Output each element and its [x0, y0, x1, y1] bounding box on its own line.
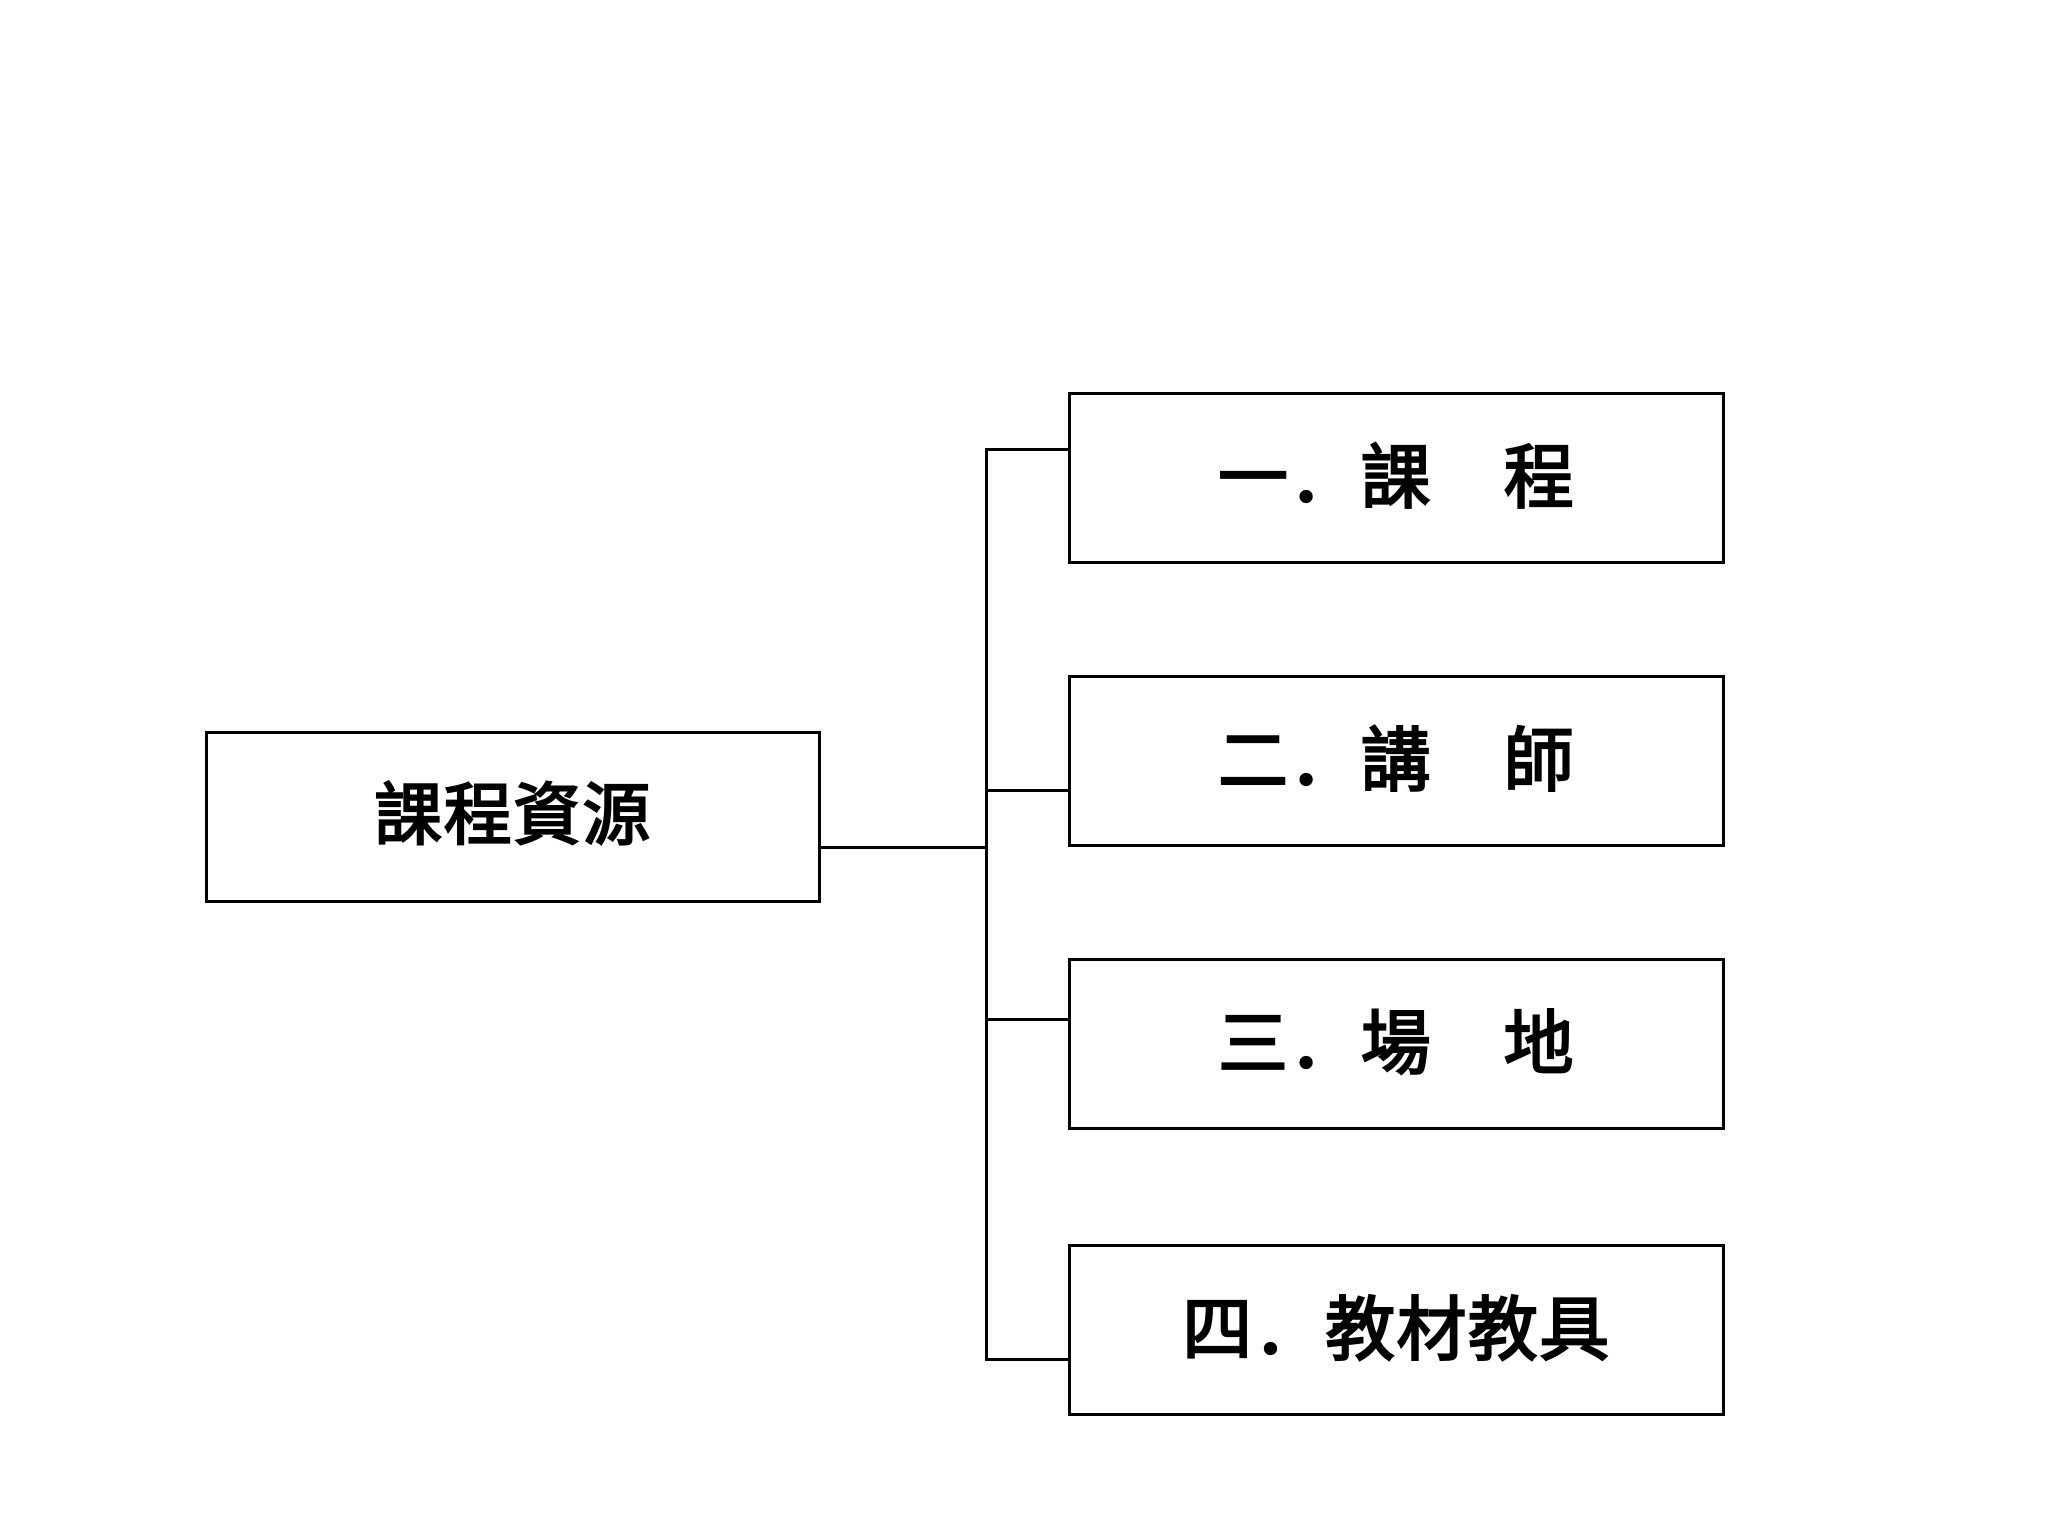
node-root-course-resources[interactable]: 課程資源	[205, 731, 821, 903]
node-child-course[interactable]: 一．課 程	[1068, 392, 1725, 564]
connector-branch-4	[985, 1358, 1071, 1361]
connector-root-stem	[820, 846, 988, 849]
node-child-course-label: 一．課 程	[1218, 437, 1575, 519]
node-child-instructor[interactable]: 二．講 師	[1068, 675, 1725, 847]
connector-branch-2	[985, 789, 1071, 792]
node-child-teaching-materials[interactable]: 四．教材教具	[1068, 1244, 1725, 1416]
connector-branch-3	[985, 1018, 1071, 1021]
node-child-teaching-materials-label: 四．教材教具	[1182, 1289, 1611, 1371]
node-child-instructor-label: 二．講 師	[1218, 720, 1575, 802]
connector-vertical-trunk	[985, 448, 988, 1361]
node-root-label: 課程資源	[374, 777, 652, 856]
node-child-venue[interactable]: 三．場 地	[1068, 958, 1725, 1130]
connector-branch-1	[985, 448, 1071, 451]
node-child-venue-label: 三．場 地	[1218, 1003, 1575, 1085]
